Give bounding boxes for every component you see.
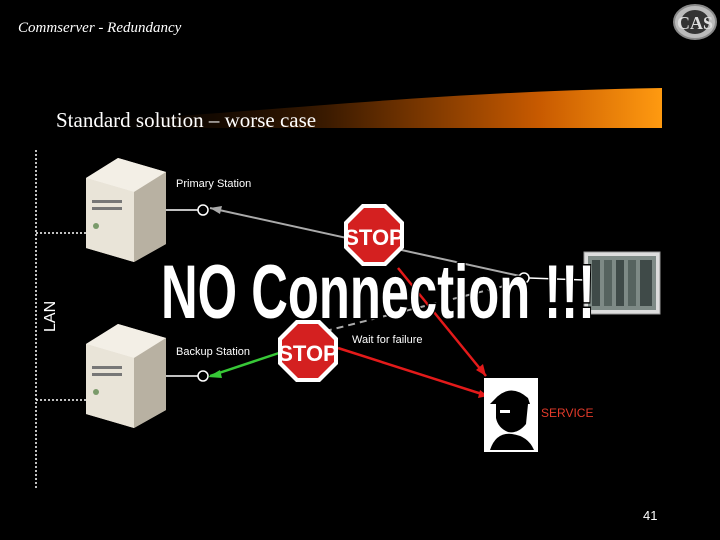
stop-sign-backup: STOP <box>278 320 338 382</box>
backup-green-link <box>209 350 283 378</box>
backup-station-label: Backup Station <box>176 346 250 358</box>
slide-title: Standard solution – worse case <box>56 108 317 132</box>
company-logo: CAS <box>673 4 717 40</box>
no-connection-overlay: NO Connection !!! <box>160 252 597 328</box>
backup-server-icon <box>86 324 166 428</box>
lan-label: LAN <box>42 300 59 332</box>
header-title: Commserver - Redundancy <box>18 20 182 36</box>
stop2-to-service-link <box>337 346 489 398</box>
primary-server-icon <box>86 158 166 262</box>
stop-sign-backup-text: STOP <box>278 341 338 366</box>
page-number: 41 <box>643 508 658 523</box>
stop-sign-primary: STOP <box>344 204 404 266</box>
logo-text: CAS <box>677 13 713 33</box>
primary-port <box>197 204 209 216</box>
service-technician-icon <box>484 378 538 452</box>
plc-rack-icon <box>583 251 661 315</box>
primary-station-label: Primary Station <box>176 178 252 190</box>
no-connection-text: NO Connection !!! <box>161 252 595 328</box>
wait-for-failure-label: Wait for failure <box>352 334 423 346</box>
service-label: SERVICE <box>541 406 594 420</box>
title-banner <box>50 88 662 150</box>
backup-port <box>197 370 209 382</box>
stop-sign-primary-text: STOP <box>344 225 404 250</box>
stop-to-service-link <box>397 267 487 377</box>
